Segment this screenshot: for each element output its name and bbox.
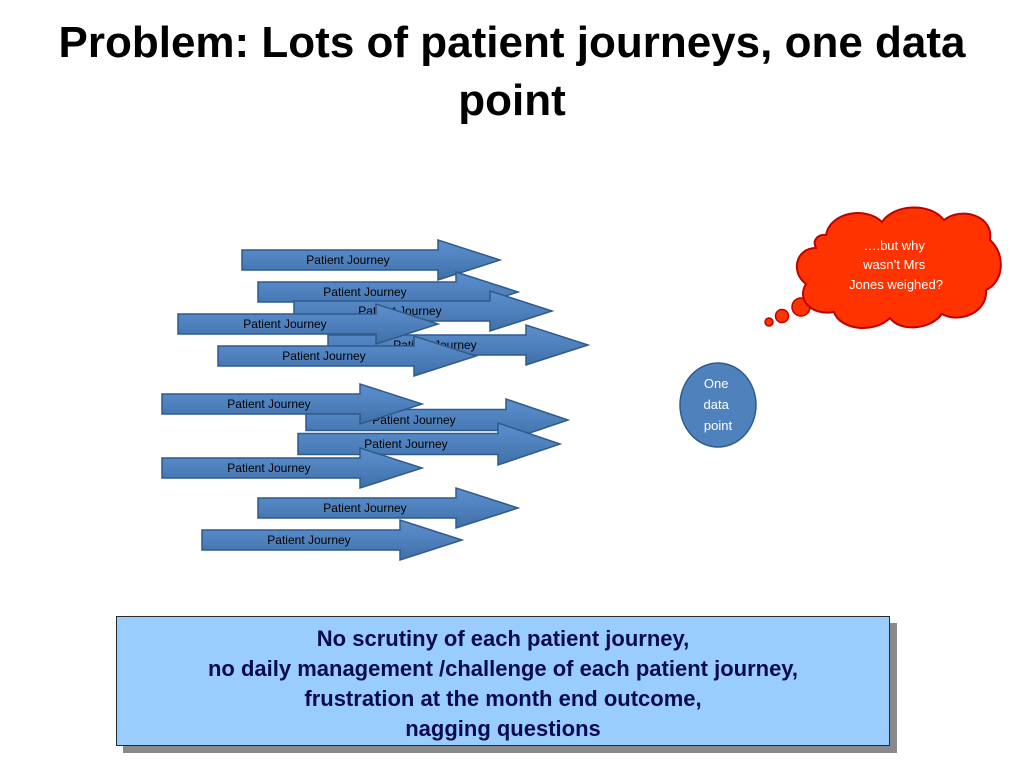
arrow-label: Patient Journey (323, 501, 406, 515)
slide-title: Problem: Lots of patient journeys, one d… (58, 18, 966, 125)
arrow-label: Patient Journey (323, 285, 406, 299)
data-point-circle: One data point (679, 362, 757, 448)
thought-dot-small (764, 317, 774, 327)
arrow-label: Patient Journey (282, 349, 365, 363)
arrow-label: Patient Journey (243, 317, 326, 331)
thought-cloud (796, 206, 1002, 330)
data-point-line-3: point (704, 418, 733, 433)
patient-journey-arrow: Patient Journey (217, 334, 479, 378)
arrow-shape (161, 382, 425, 426)
problem-summary-box: No scrutiny of each patient journey, no … (116, 616, 890, 746)
thought-bubble: ….but why wasn’t Mrs Jones weighed? (764, 206, 1002, 330)
summary-line-3: frustration at the month end outcome, (304, 686, 702, 711)
arrow-label: Patient Journey (267, 533, 350, 547)
svg-text:One data point: One data point (704, 376, 733, 433)
arrow-shape (201, 518, 465, 562)
arrow-label: Patient Journey (306, 253, 389, 267)
thought-line-3: Jones weighed? (849, 277, 943, 292)
patient-journey-arrow: Patient Journey (201, 518, 465, 562)
arrow-label: Patient Journey (227, 397, 310, 411)
patient-journey-arrow: Patient Journey (177, 302, 441, 346)
patient-journey-arrow: Patient Journey (161, 382, 425, 426)
arrow-label: Patient Journey (372, 413, 455, 427)
thought-line-1: ….but why (863, 238, 925, 253)
arrow-shape (161, 446, 425, 490)
patient-journey-arrow: Patient Journey (161, 446, 425, 490)
arrow-shape (177, 302, 441, 346)
arrow-shape (241, 238, 503, 282)
patient-journey-arrow: Patient Journey (241, 238, 503, 282)
data-point-line-2: data (704, 397, 730, 412)
arrow-label: Patient Journey (227, 461, 310, 475)
thought-line-2: wasn’t Mrs (862, 257, 926, 272)
patient-journey-arrow: Patient Journey (257, 486, 521, 530)
arrow-label: Patient Journey (364, 437, 447, 451)
summary-line-2: no daily management /challenge of each p… (207, 656, 799, 681)
summary-line-4: nagging questions (405, 716, 601, 741)
arrow-shape (217, 334, 479, 378)
thought-dot-medium (774, 308, 790, 324)
summary-line-1: No scrutiny of each patient journey, (316, 626, 690, 651)
data-point-line-1: One (704, 376, 729, 391)
arrow-shape (257, 486, 521, 530)
svg-text:….but why wasn’t Mrs: ….but why wasn’t Mrs Jones weighed? (849, 238, 943, 292)
